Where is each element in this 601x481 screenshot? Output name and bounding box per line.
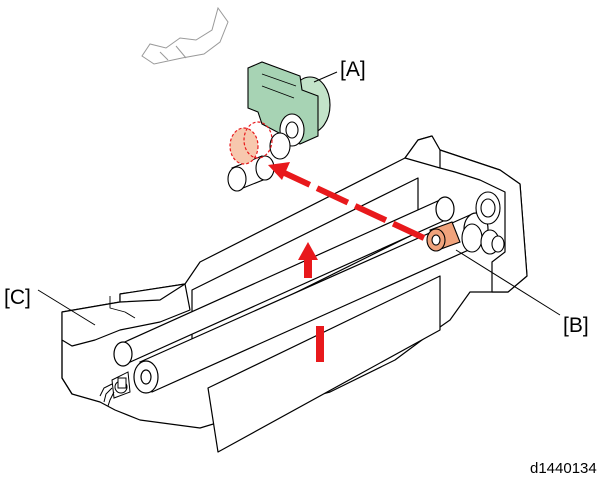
removal-direction-arrows [268, 162, 426, 362]
figure-id: d1440134 [530, 460, 597, 477]
rear-roller [113, 196, 455, 367]
gear-b [426, 221, 461, 252]
upward-arrow-shaft [304, 258, 312, 278]
faded-reference-sketch [141, 6, 229, 65]
leader-a [313, 71, 338, 83]
label-b: [B] [563, 314, 589, 337]
diagonal-arrow-head [268, 162, 290, 180]
upward-arrow-head [298, 242, 318, 260]
leader-b [455, 249, 561, 316]
label-a: [A] [340, 58, 366, 81]
sensor-wire-harness [99, 377, 127, 407]
ghost-gear-outline [229, 121, 273, 165]
drive-motor-assembly [227, 61, 331, 192]
diagonal-arrow-line [276, 167, 426, 241]
callout-leaders [37, 71, 561, 326]
label-c: [C] [4, 286, 31, 309]
leader-c [37, 289, 96, 326]
lower-arrow-bar [316, 326, 324, 362]
right-end-gears [461, 191, 505, 255]
